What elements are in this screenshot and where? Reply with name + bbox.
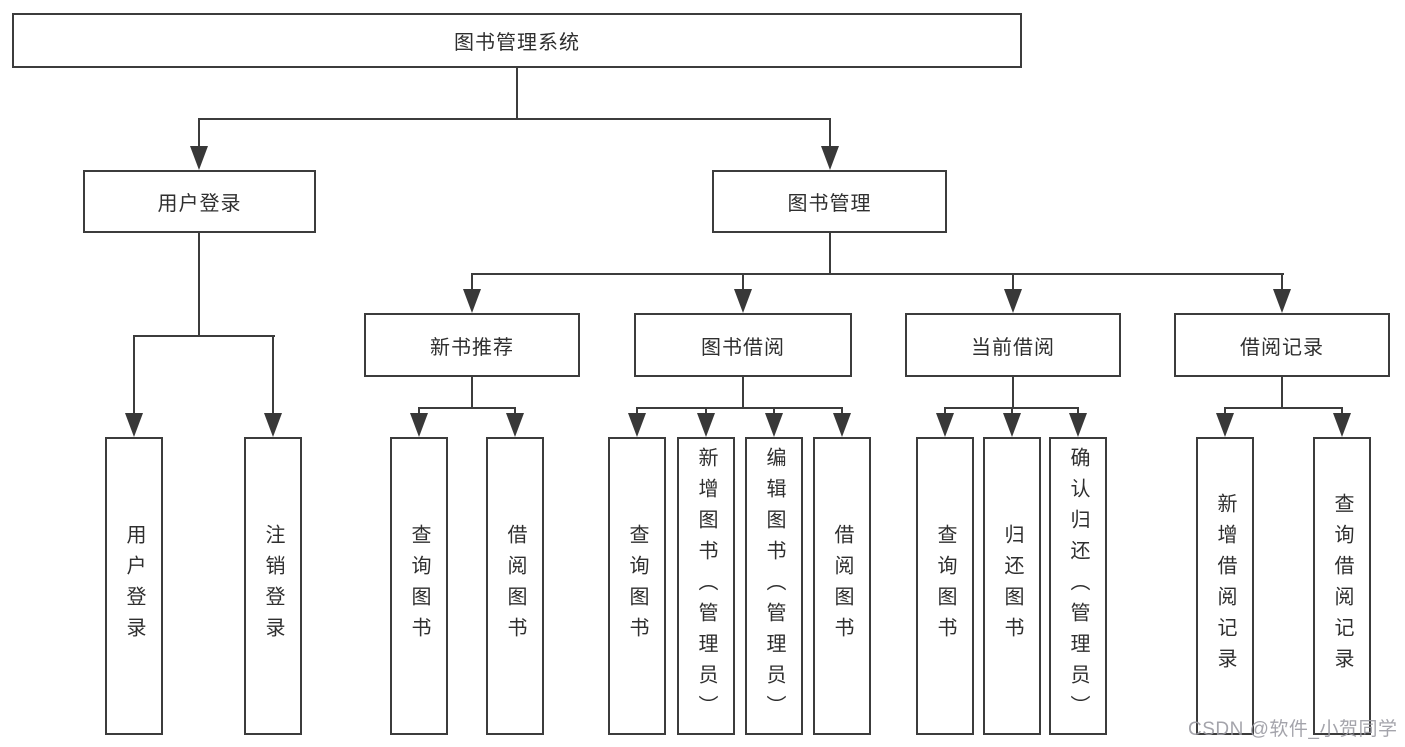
csdn-watermark: CSDN @软件_小贺同学 (1188, 719, 1398, 740)
connector-line (133, 335, 275, 337)
leaf-add-books-admin: 新增图书（管理员） (677, 437, 735, 735)
node-book-borrow: 图书借阅 (634, 313, 852, 377)
node-new-book-recommend-label: 新书推荐 (430, 336, 514, 359)
leaf-query-books-borrow-label: 查询图书 (626, 524, 648, 648)
leaf-add-borrow-record-label: 新增借阅记录 (1214, 493, 1236, 679)
leaf-query-borrow-record-label: 查询借阅记录 (1331, 493, 1353, 679)
connector-line (471, 273, 1284, 275)
connector-line (1224, 407, 1343, 409)
leaf-logout: 注销登录 (244, 437, 302, 735)
leaf-confirm-return-admin-label: 确认归还（管理员） (1067, 446, 1089, 726)
arrow-down-icon (463, 289, 481, 313)
connector-line (471, 273, 473, 293)
leaf-query-books-borrow: 查询图书 (608, 437, 666, 735)
connector-line (471, 377, 473, 407)
node-book-borrow-label: 图书借阅 (701, 336, 785, 359)
leaf-edit-books-admin-label: 编辑图书（管理员） (763, 446, 785, 726)
arrow-down-icon (1069, 413, 1087, 437)
arrow-down-icon (410, 413, 428, 437)
arrow-down-icon (1273, 289, 1291, 313)
arrow-down-icon (821, 146, 839, 170)
leaf-return-books-label: 归还图书 (1001, 524, 1023, 648)
connector-line (1281, 377, 1283, 407)
arrow-down-icon (765, 413, 783, 437)
leaf-user-login-label: 用户登录 (123, 524, 145, 648)
connector-line (198, 118, 831, 120)
node-new-book-recommend: 新书推荐 (364, 313, 580, 377)
connector-line (742, 377, 744, 407)
node-book-management: 图书管理 (712, 170, 947, 233)
arrow-down-icon (697, 413, 715, 437)
arrow-down-icon (734, 289, 752, 313)
arrow-down-icon (1003, 413, 1021, 437)
leaf-query-books-current: 查询图书 (916, 437, 974, 735)
arrow-down-icon (125, 413, 143, 437)
connector-line (133, 335, 135, 417)
arrow-down-icon (833, 413, 851, 437)
node-borrow-records-label: 借阅记录 (1240, 336, 1324, 359)
arrow-down-icon (936, 413, 954, 437)
leaf-borrow-books-label: 借阅图书 (831, 524, 853, 648)
node-user-login-label: 用户登录 (157, 193, 242, 215)
arrow-down-icon (1004, 289, 1022, 313)
connector-line (1012, 273, 1014, 293)
leaf-logout-label: 注销登录 (262, 524, 284, 648)
leaf-query-borrow-record: 查询借阅记录 (1313, 437, 1371, 735)
arrow-down-icon (1333, 413, 1351, 437)
connector-line (829, 233, 831, 273)
leaf-borrow-books-recommend-label: 借阅图书 (504, 524, 526, 648)
arrow-down-icon (1216, 413, 1234, 437)
connector-line (1281, 273, 1283, 293)
leaf-confirm-return-admin: 确认归还（管理员） (1049, 437, 1107, 735)
connector-line (516, 68, 518, 118)
connector-line (272, 335, 274, 417)
node-borrow-records: 借阅记录 (1174, 313, 1390, 377)
leaf-borrow-books-recommend: 借阅图书 (486, 437, 544, 735)
leaf-add-borrow-record: 新增借阅记录 (1196, 437, 1254, 735)
arrow-down-icon (190, 146, 208, 170)
leaf-return-books: 归还图书 (983, 437, 1041, 735)
leaf-query-books-recommend-label: 查询图书 (408, 524, 430, 648)
leaf-query-books-current-label: 查询图书 (934, 524, 956, 648)
node-book-management-label: 图书管理 (787, 193, 872, 215)
connector-line (1012, 377, 1014, 407)
arrow-down-icon (628, 413, 646, 437)
leaf-add-books-admin-label: 新增图书（管理员） (695, 446, 717, 726)
node-root: 图书管理系统 (12, 13, 1022, 68)
leaf-user-login: 用户登录 (105, 437, 163, 735)
connector-line (418, 407, 516, 409)
leaf-edit-books-admin: 编辑图书（管理员） (745, 437, 803, 735)
leaf-borrow-books: 借阅图书 (813, 437, 871, 735)
leaf-query-books-recommend: 查询图书 (390, 437, 448, 735)
node-current-borrow: 当前借阅 (905, 313, 1121, 377)
connector-line (829, 118, 831, 150)
arrow-down-icon (264, 413, 282, 437)
connector-line (198, 118, 200, 150)
connector-line (636, 407, 843, 409)
arrow-down-icon (506, 413, 524, 437)
node-user-login: 用户登录 (83, 170, 316, 233)
connector-line (742, 273, 744, 293)
node-root-label: 图书管理系统 (454, 32, 580, 54)
node-current-borrow-label: 当前借阅 (971, 336, 1055, 359)
connector-line (198, 233, 200, 335)
